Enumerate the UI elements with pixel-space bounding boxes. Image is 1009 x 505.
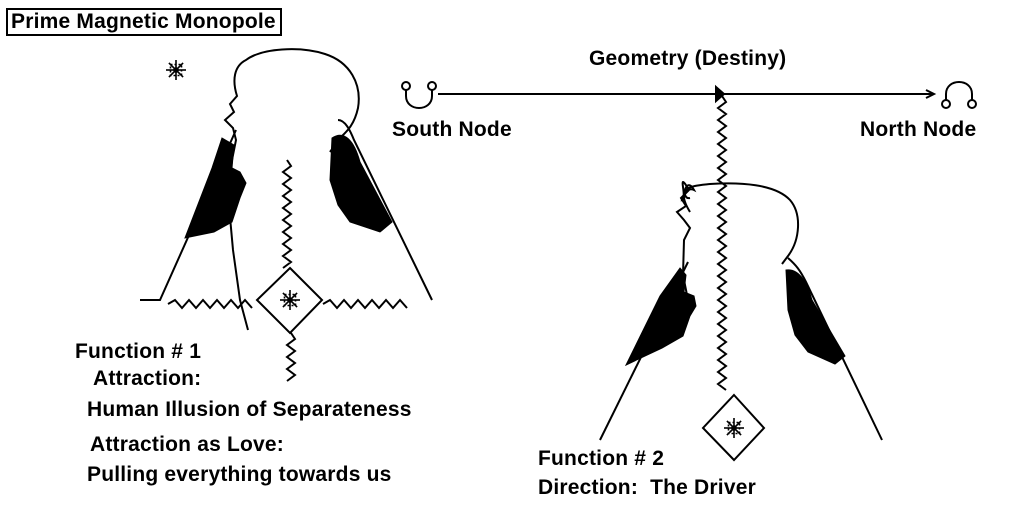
north-node-label: North Node [860, 119, 976, 140]
south-node-icon [402, 82, 436, 108]
diagram-title: Prime Magnetic Monopole [6, 8, 282, 36]
shadow-left-2 [626, 268, 696, 365]
function1-line3: Attraction as Love: [90, 434, 284, 455]
monopole-symbol-diamond-1 [280, 290, 300, 310]
function1-line2: Human Illusion of Separateness [87, 399, 412, 420]
zigzag-spine-1 [283, 160, 291, 268]
geometry-axis-label: Geometry (Destiny) [589, 48, 786, 69]
function2-line1: Direction: The Driver [538, 477, 756, 498]
function1-heading: Function # 1 [75, 341, 201, 362]
head-crown-2 [684, 183, 798, 264]
north-node-icon [942, 82, 976, 108]
function1-line1: Attraction: [93, 368, 201, 389]
geometry-axis [438, 87, 934, 101]
monopole-symbols [166, 60, 744, 438]
shadow-right-1 [330, 135, 392, 232]
zigzag-right-arm-1 [323, 300, 407, 308]
monopole-symbol-top [166, 60, 186, 80]
function1-line4: Pulling everything towards us [87, 464, 392, 485]
zigzag-tail-1 [287, 333, 295, 381]
function2-heading: Function # 2 [538, 448, 664, 469]
figure-1-shadows [185, 135, 392, 238]
shadow-right-2 [786, 270, 845, 364]
zigzag-spine-2 [718, 96, 726, 390]
shadow-left-1 [185, 138, 246, 238]
south-node-label: South Node [392, 119, 512, 140]
monopole-symbol-diamond-2 [724, 418, 744, 438]
figure-2-shadows [626, 268, 845, 365]
